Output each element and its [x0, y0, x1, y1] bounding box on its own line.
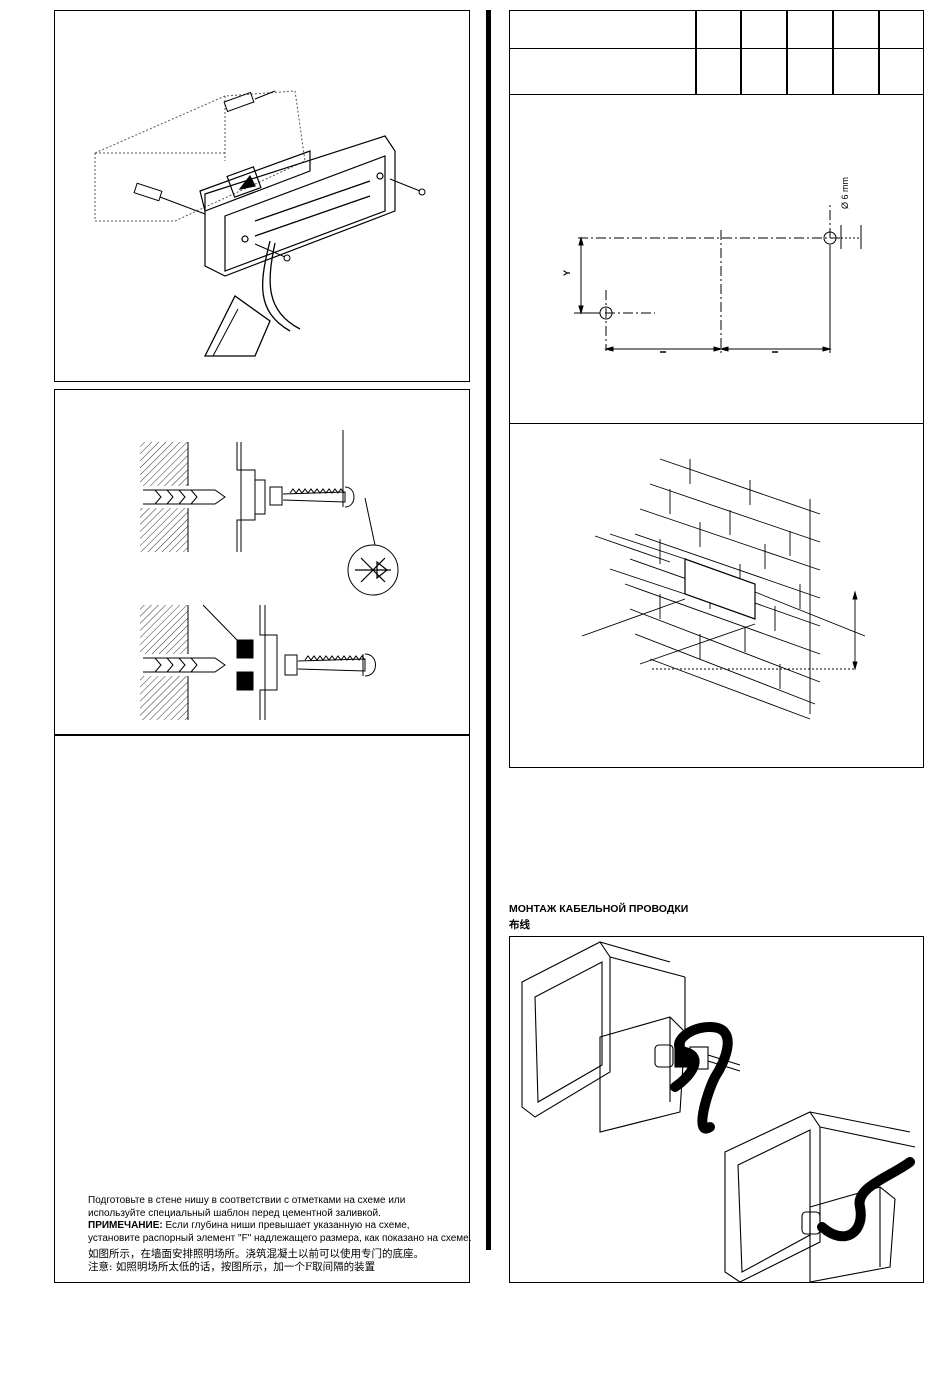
wall-recess-panel: [509, 423, 924, 768]
anchor-detail-illustration: [140, 430, 399, 720]
instruction-zh-line1: 如图所示，在墙面安排照明场所。浇筑混凝土以前可以使用专门的底座。: [88, 1248, 424, 1260]
wall-recess-illustration: [581, 458, 866, 720]
table-row: [510, 11, 923, 49]
note-line2: установите распорный элемент "F" надлежа…: [88, 1232, 472, 1244]
cable-wiring-illustration: [521, 941, 916, 1282]
installation-text-panel: [54, 735, 470, 1283]
cable-section-title-zh: 布线: [509, 919, 530, 931]
instructions-block: Подготовьте в стене нишу в соответствии …: [88, 1195, 472, 1273]
mounting-illustration-panel: [54, 10, 470, 382]
note-line1: Если глубина ниши превышает указанную на…: [162, 1220, 410, 1231]
instruction-ru-line2: используйте специальный шаблон перед цем…: [88, 1207, 381, 1219]
instruction-zh-line2: 注意: 如照明场所太低的话，按图所示，加一个F取间隔的装置: [88, 1260, 376, 1273]
cable-wiring-panel: [509, 936, 924, 1283]
dim-y-label: Y: [562, 269, 573, 277]
drilling-template-panel: Ø 6 mm Y: [509, 95, 924, 425]
note-label: ПРИМЕЧАНИЕ:: [88, 1220, 163, 1231]
cable-section-title-ru: МОНТАЖ КАБЕЛЬНОЙ ПРОВОДКИ: [509, 903, 689, 915]
mounting-illustration: [94, 90, 426, 357]
anchor-detail-panel: [54, 389, 470, 735]
hole-diameter-label: Ø 6 mm: [840, 176, 850, 209]
column-divider: [486, 10, 491, 1250]
dimension-table: [509, 10, 924, 95]
drilling-template-diagram: [574, 205, 862, 355]
instruction-ru-line1: Подготовьте в стене нишу в соответствии …: [88, 1195, 406, 1206]
